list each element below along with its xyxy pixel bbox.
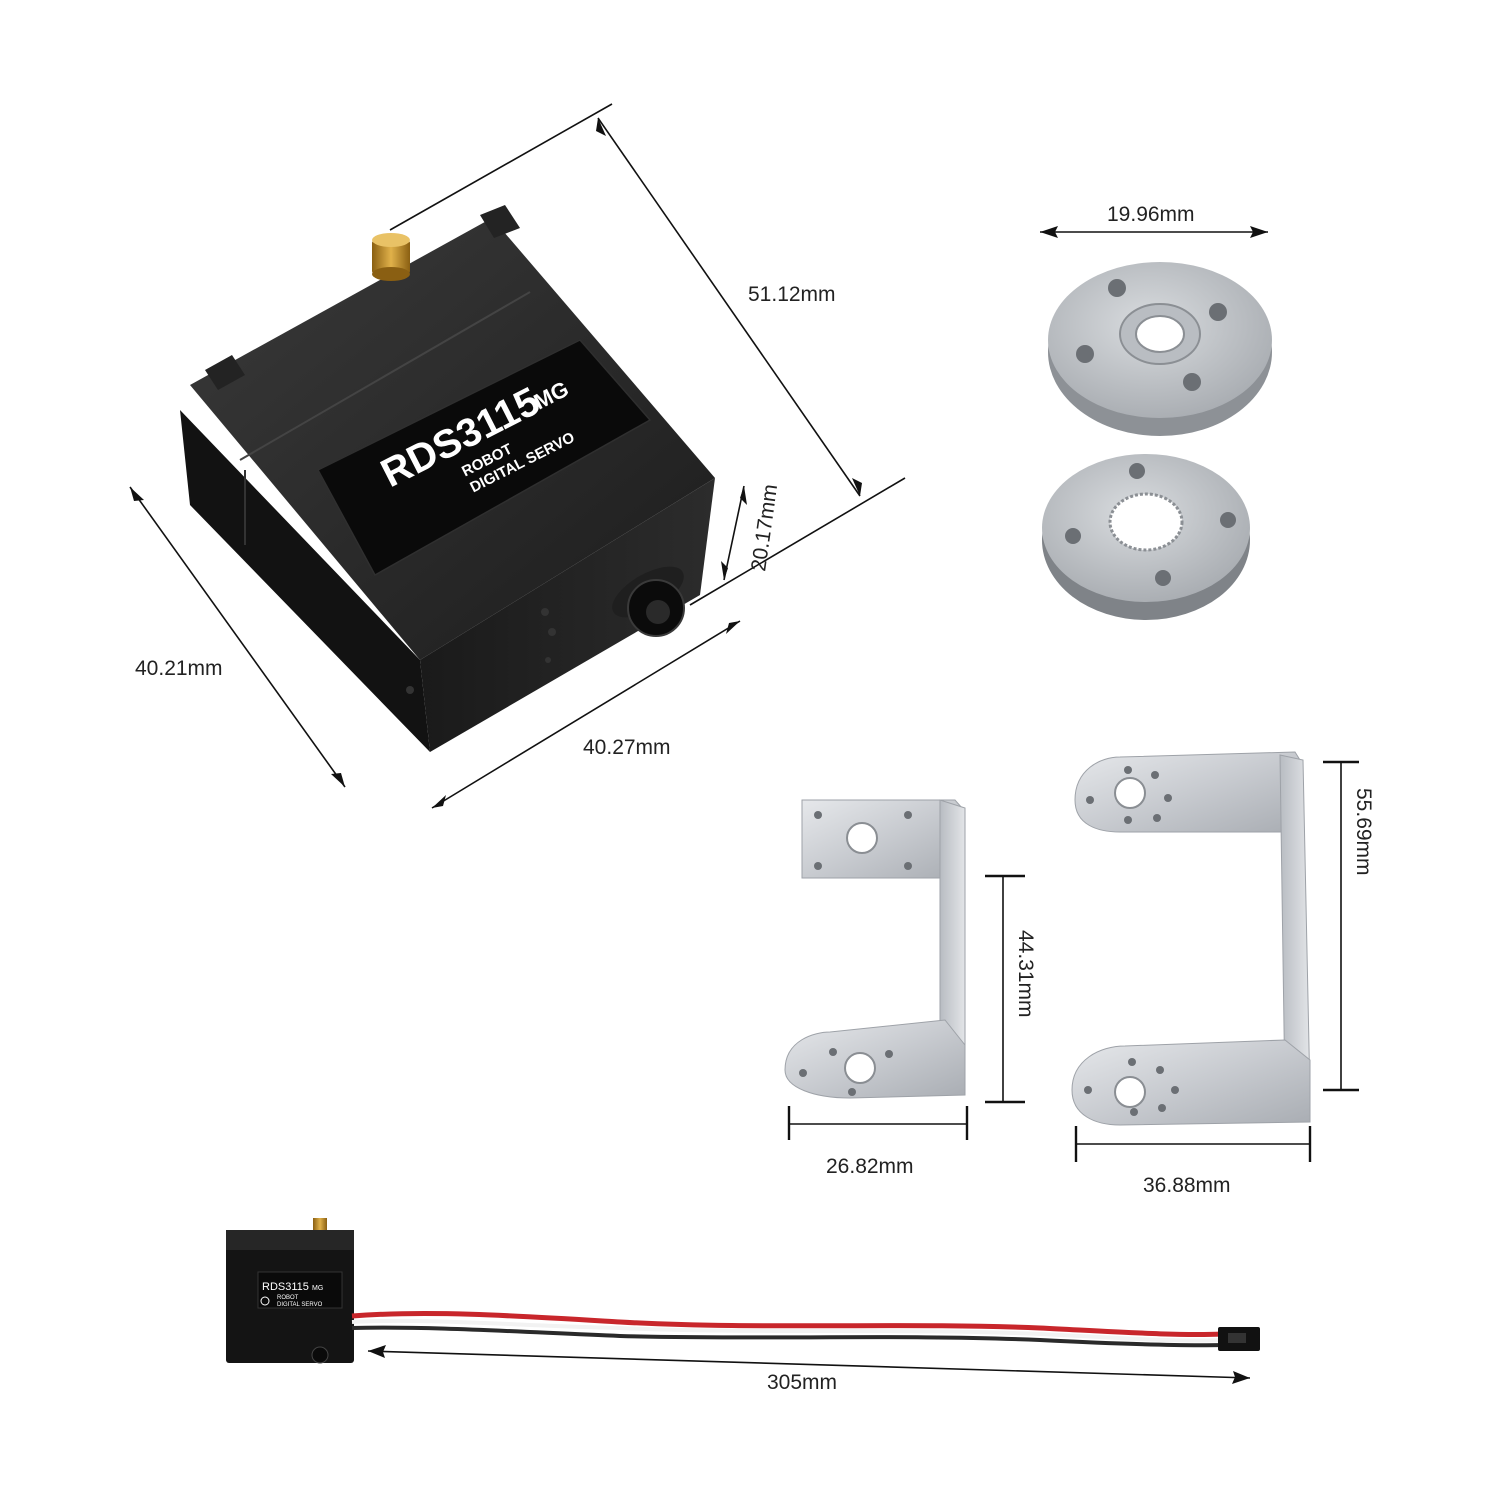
servo-small-model-suffix: MG (312, 1285, 323, 1292)
dim-servo-depth-label: 40.27mm (583, 736, 671, 759)
dim-small-bracket-width-label: 26.82mm (826, 1155, 914, 1178)
dim-servo-depth: 40.27mm (431, 620, 741, 809)
dim-large-bracket-width-label: 36.88mm (1143, 1174, 1231, 1197)
dim-large-bracket-height: 55.69mm (1323, 760, 1375, 1092)
servo-label-panel (316, 339, 652, 577)
dim-large-bracket-height-label: 55.69mm (1352, 788, 1375, 876)
bracket-large (1071, 751, 1311, 1126)
dim-servo-height-label: 40.21mm (135, 657, 223, 680)
dim-horn-diameter: 19.96mm (1040, 203, 1268, 238)
servo-small-model-text: RDS3115 (262, 1281, 309, 1293)
servo-horn-bottom (1042, 454, 1250, 620)
servo-small-line1: ROBOT (277, 1295, 299, 1301)
servo-horn-top (1048, 262, 1272, 436)
servo-cable (351, 1311, 1223, 1348)
servo-brass-gear (372, 233, 410, 281)
dim-cable-length-label: 305mm (767, 1371, 837, 1394)
servo-small-line2: DIGITAL SERVO (277, 1302, 323, 1308)
dim-cable-length: 305mm (367, 1345, 1251, 1394)
dim-small-bracket-height-label: 44.31mm (1014, 930, 1037, 1018)
dim-servo-length-label: 51.12mm (748, 283, 836, 306)
horn-hole (1108, 279, 1126, 297)
dim-small-bracket-width: 26.82mm (787, 1106, 969, 1178)
bracket-small (784, 799, 966, 1099)
servo-output-shaft (612, 566, 685, 637)
dim-servo-length: 51.12mm (389, 103, 906, 606)
dim-shaft-height: 20.17mm (721, 483, 782, 581)
dim-large-bracket-width: 36.88mm (1074, 1126, 1312, 1197)
servo-side-face (420, 478, 715, 752)
servo-front-face (180, 410, 430, 752)
servo-large: RDS3115 MG ROBOT DIGITAL SERVO (180, 205, 715, 752)
dim-servo-height: 40.21mm (129, 486, 346, 788)
dim-small-bracket-height: 44.31mm (985, 874, 1037, 1104)
dim-shaft-height-label: 20.17mm (747, 483, 782, 573)
dim-horn-diameter-label: 19.96mm (1107, 203, 1195, 226)
servo-small-with-cable: RDS3115 MG ROBOT DIGITAL SERVO (226, 1218, 1260, 1364)
